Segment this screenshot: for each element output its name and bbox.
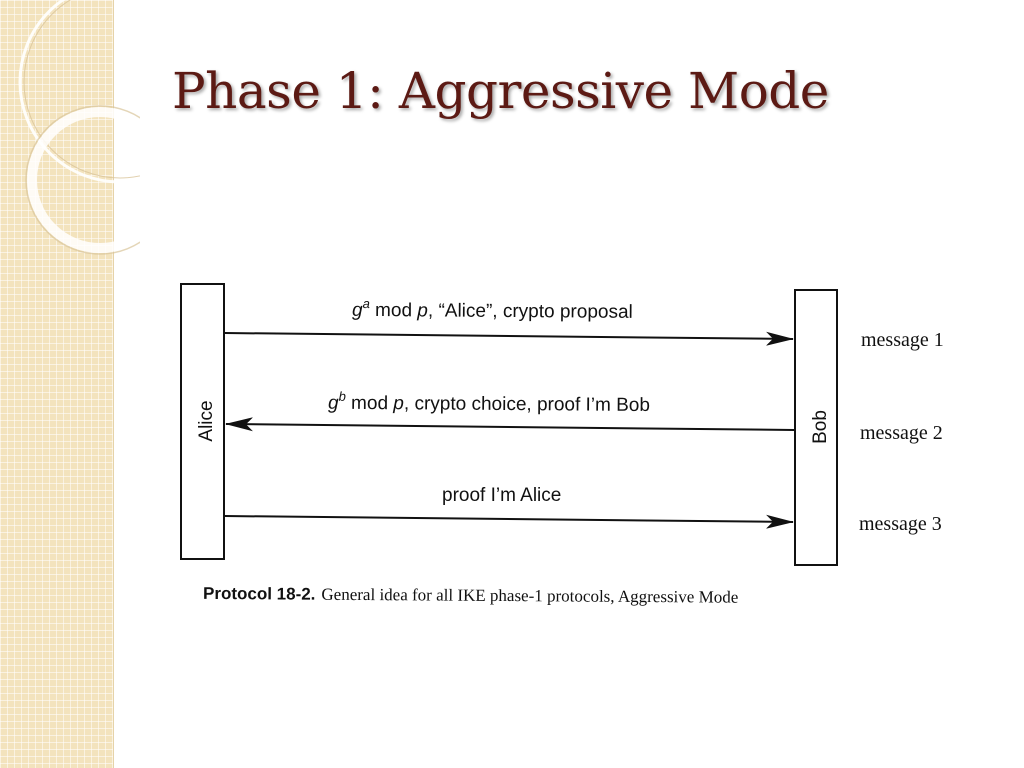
caption-label: Protocol 18-2. [203,584,316,604]
decorative-ring-large [18,0,140,184]
slide-title: Phase 1: Aggressive Mode [172,62,829,120]
bob-box [794,289,838,566]
decorative-ring-large-shadow [23,0,140,179]
message-1-text: ga mod p, “Alice”, crypto proposal [352,296,633,323]
decorative-rings [18,0,140,255]
decorative-ring-small [27,107,140,253]
bob-label: Bob [810,410,831,444]
caption-text: General idea for all IKE phase-1 protoco… [321,585,738,607]
message-2-arrow [225,417,795,432]
message-2-text: gb mod p, crypto choice, proof I’m Bob [328,389,650,416]
alice-label: Alice [196,400,217,441]
message-3-arrow [224,514,794,529]
message-2-label: message 2 [860,422,943,444]
alice-box [180,283,225,560]
diagram-caption: Protocol 18-2.General idea for all IKE p… [203,584,738,607]
message-3-text: proof I’m Alice [442,485,561,506]
message-1-label: message 1 [861,329,944,351]
decorative-ring-small-shadow [25,105,140,255]
message-1-arrow [224,331,794,346]
message-3-label: message 3 [859,513,942,535]
